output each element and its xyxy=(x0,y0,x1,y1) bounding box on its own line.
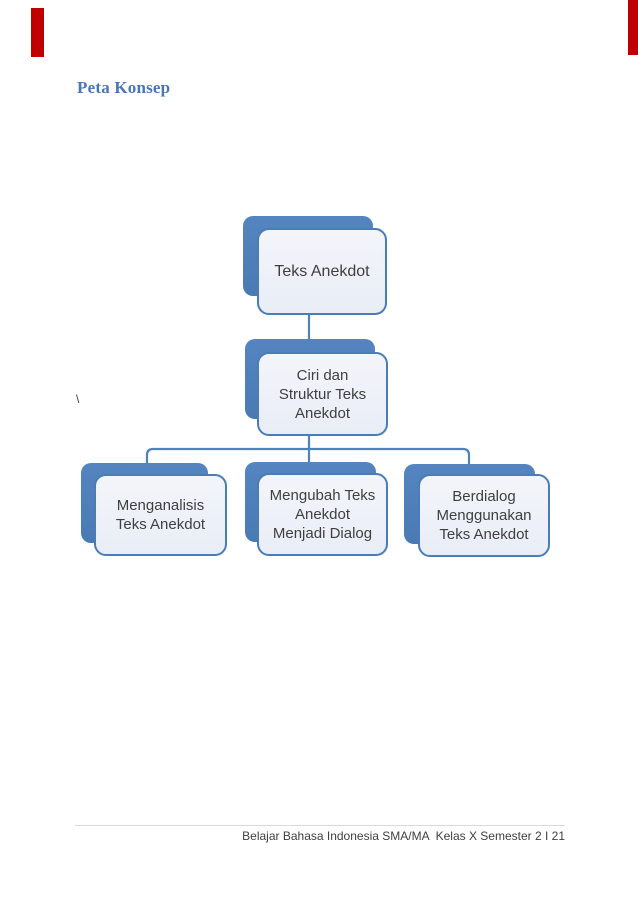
node-label-line: Berdialog xyxy=(452,488,516,505)
stray-backslash: \ xyxy=(76,392,80,406)
node-front-panel: Mengubah Teks Anekdot Menjadi Dialog xyxy=(257,473,388,556)
red-mark-right xyxy=(628,0,638,55)
node-label-line: Anekdot xyxy=(294,404,351,422)
node-label-line: Mengubah Teks xyxy=(269,487,376,504)
footer-divider xyxy=(75,825,565,826)
node-front-panel: Berdialog Menggunakan Teks Anekdot xyxy=(418,474,550,557)
node-label-line: Menganalisis xyxy=(116,497,205,514)
node-front-panel: Menganalisis Teks Anekdot xyxy=(94,474,227,556)
red-mark-left xyxy=(31,8,44,57)
footer-text: Belajar Bahasa Indonesia SMA/MA Kelas X … xyxy=(242,829,565,843)
node-label-line: Teks Anekdot xyxy=(274,263,370,280)
node-label-line: Ciri dan xyxy=(296,366,349,384)
node-label-line: Teks Anekdot xyxy=(439,526,529,543)
page-title: Peta Konsep xyxy=(77,78,171,97)
node-front-panel: Ciri dan Struktur Teks Anekdot xyxy=(257,352,388,436)
node-label-line: Teks Anekdot xyxy=(115,516,206,533)
node-label-line: Menggunakan xyxy=(436,507,532,524)
node-front-panel: Teks Anekdot xyxy=(257,228,387,315)
node-label-line: Anekdot xyxy=(294,506,351,523)
node-label-line: Menjadi Dialog xyxy=(272,525,373,542)
node-label-line: Struktur Teks xyxy=(278,385,367,403)
